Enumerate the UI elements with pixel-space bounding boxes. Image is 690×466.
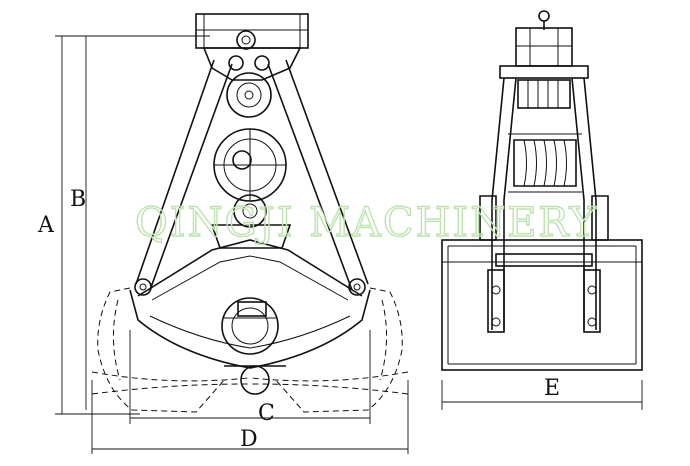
watermark: QINGJI MACHINERY bbox=[135, 200, 598, 246]
label-d: D bbox=[240, 427, 258, 452]
open-bucket-left bbox=[97, 287, 227, 413]
front-bucket bbox=[441, 239, 643, 371]
dimension-lines bbox=[55, 35, 643, 454]
left-strut bbox=[135, 59, 215, 285]
front-left-frame bbox=[491, 77, 505, 330]
label-a: A bbox=[37, 213, 55, 238]
top-head bbox=[195, 13, 309, 49]
right-strut bbox=[285, 59, 369, 285]
label-b: B bbox=[70, 187, 86, 212]
side-view bbox=[91, 13, 409, 413]
lower-sheave-pack bbox=[513, 139, 577, 187]
bucket-hinge bbox=[221, 297, 279, 355]
front-view bbox=[441, 10, 643, 371]
upper-sheave-pack bbox=[517, 79, 571, 109]
label-c: C bbox=[258, 401, 275, 426]
head-pin bbox=[236, 30, 256, 50]
front-top-head bbox=[515, 27, 573, 67]
front-right-frame bbox=[583, 77, 597, 330]
upper-sheave bbox=[226, 72, 272, 118]
upper-link-plate bbox=[202, 47, 302, 81]
cross-pin bbox=[233, 194, 267, 228]
top-hook bbox=[538, 10, 550, 22]
label-e: E bbox=[544, 376, 560, 401]
open-bucket-right bbox=[273, 287, 403, 413]
closed-bucket bbox=[129, 289, 371, 369]
